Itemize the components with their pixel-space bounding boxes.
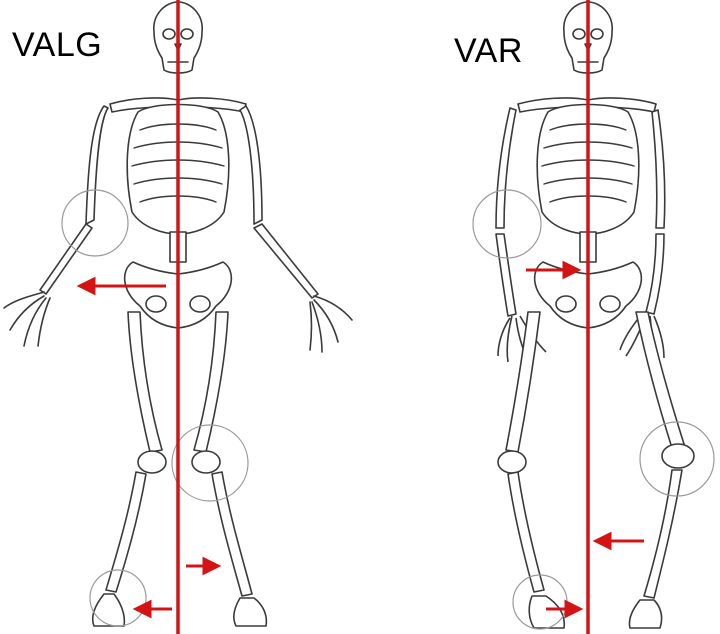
valgus-label: VALG <box>12 26 103 64</box>
varus-arrows <box>526 260 644 619</box>
elbow-highlight <box>61 189 129 257</box>
tibia-left-var <box>507 471 545 593</box>
foot-right <box>233 597 268 627</box>
tibia-right-var <box>643 469 683 599</box>
varus-skeleton <box>472 0 715 634</box>
knee-highlight-var <box>639 421 715 497</box>
foot-right-var <box>628 599 663 629</box>
foot-left <box>91 593 126 627</box>
valgus-arrows <box>76 276 222 619</box>
hand-right <box>309 295 353 353</box>
forearm-left-var <box>495 233 517 317</box>
varus-label: VAR <box>454 32 523 70</box>
foot-left-var <box>528 595 566 629</box>
valgus-skeleton <box>3 0 353 634</box>
knee-highlight <box>171 424 249 502</box>
ankle-highlight <box>89 569 147 627</box>
forearm-right-var <box>645 233 665 315</box>
hand-left <box>3 291 51 347</box>
femur-left-var <box>505 311 541 453</box>
femur-left <box>127 311 163 453</box>
humerus-left <box>85 105 109 225</box>
femur-right <box>193 311 229 453</box>
hand-left-var <box>497 315 547 363</box>
humerus-left-var <box>495 107 517 229</box>
forearm-left <box>39 223 93 295</box>
tibia-right <box>211 471 253 597</box>
femur-right-var <box>635 311 685 449</box>
humerus-right <box>239 105 263 225</box>
elbow-highlight-var <box>472 189 542 259</box>
tibia-left <box>105 471 147 593</box>
humerus-right-var <box>651 109 666 229</box>
forearm-right <box>253 223 319 299</box>
